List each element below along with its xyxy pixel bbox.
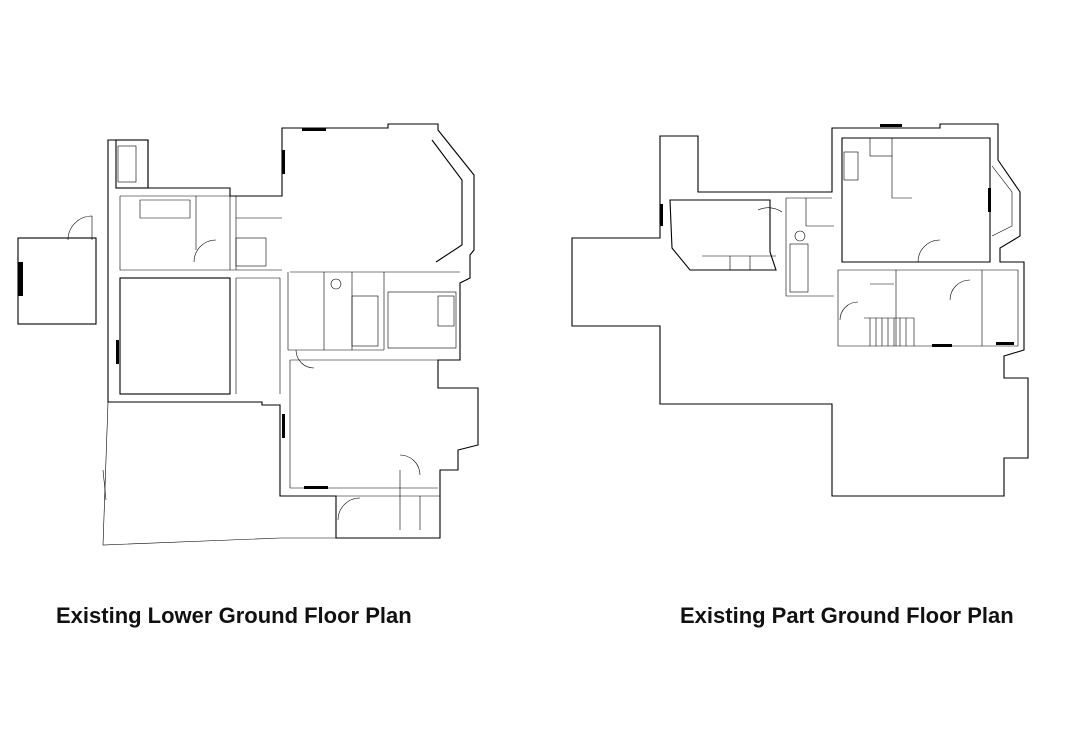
lower-window-4 — [282, 414, 285, 438]
lower-hall-door — [399, 454, 421, 476]
part-hall-door — [917, 239, 941, 263]
part-bay — [991, 165, 1013, 237]
part-ground-floor-plan — [571, 123, 1029, 497]
lower-annexe-door — [67, 215, 93, 241]
lower-window-1 — [302, 128, 326, 131]
lower-entry — [336, 470, 440, 530]
lower-top-bath — [115, 139, 149, 189]
part-fridge-outline — [891, 156, 912, 199]
part-stairs — [864, 317, 915, 346]
lower-entry-door — [337, 497, 361, 521]
part-lounge-bench — [702, 255, 776, 270]
lower-wc-box — [235, 237, 267, 267]
lower-window-5 — [304, 486, 328, 489]
lower-bath — [351, 295, 379, 347]
part-floor-plan-caption: Existing Part Ground Floor Plan — [680, 603, 1014, 628]
lower-kitchen — [387, 291, 457, 349]
part-window-3 — [660, 204, 663, 226]
part-window-2 — [988, 188, 991, 212]
part-sink — [869, 137, 893, 157]
part-shower — [789, 243, 809, 293]
lower-inner-walls-1 — [119, 195, 282, 271]
lower-garden-boundary-inner — [102, 469, 107, 501]
lower-floor-plan-caption: Existing Lower Ground Floor Plan — [56, 603, 412, 628]
lower-left-annexe — [17, 237, 97, 325]
part-stair-door — [839, 301, 859, 321]
part-toilet — [794, 230, 806, 242]
lower-annexe-window — [18, 262, 23, 296]
part-wc-strip — [785, 197, 834, 297]
lower-outer-wall — [107, 123, 479, 539]
part-window-4 — [932, 344, 952, 347]
lower-hob — [437, 295, 455, 327]
lower-window-3 — [116, 340, 119, 364]
part-window-5 — [996, 342, 1014, 345]
part-hall — [837, 269, 1019, 347]
lower-ground-floor-plan — [17, 123, 479, 546]
lower-bath-tub — [117, 145, 137, 183]
lower-window-2 — [282, 150, 285, 174]
lower-toilet — [330, 278, 342, 290]
part-outer-wall — [571, 123, 1029, 497]
part-worktop — [843, 151, 859, 181]
part-window-1 — [880, 124, 902, 127]
lower-inner-walls-2 — [235, 271, 460, 489]
lower-garden-boundary — [102, 401, 336, 546]
part-lounge — [669, 199, 777, 271]
part-main-room — [841, 137, 991, 263]
part-side-door — [949, 279, 971, 301]
lower-corridor-door — [295, 349, 315, 369]
lower-bath-door — [193, 239, 217, 263]
lower-bay-window — [431, 139, 463, 263]
lower-main-left-room — [119, 277, 231, 395]
